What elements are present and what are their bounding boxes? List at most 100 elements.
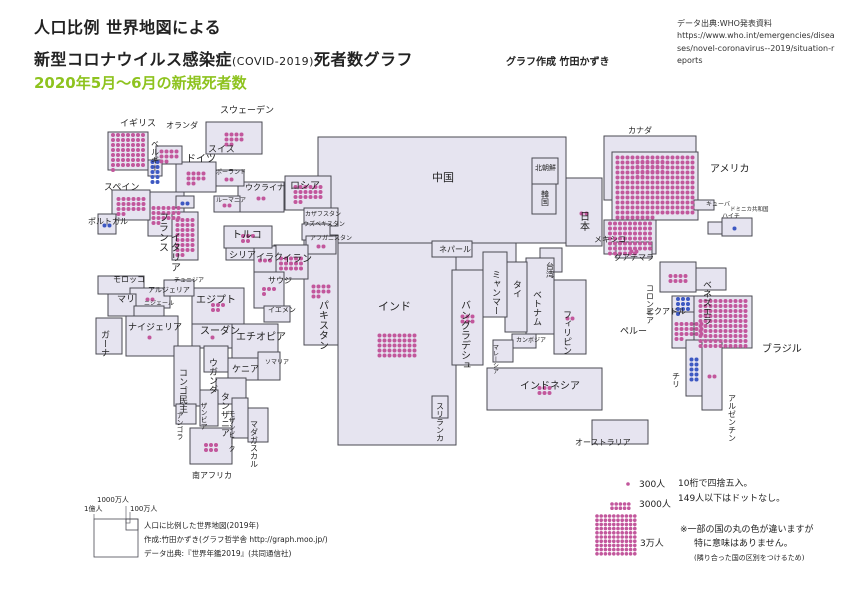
death-dot-usa — [660, 175, 665, 180]
death-dot-usa — [685, 155, 690, 160]
label-algeria: アルジェリア — [148, 286, 190, 294]
death-dot-brazil — [718, 324, 723, 328]
death-dot-usa — [685, 210, 690, 215]
legend-dot-2 — [633, 518, 637, 522]
death-dot-spain — [126, 202, 131, 206]
death-dot-uk — [121, 158, 125, 162]
death-dot-spain — [141, 207, 146, 211]
death-dot-usa — [655, 205, 660, 210]
legend-dot-2 — [612, 526, 616, 531]
death-dot-spain — [116, 212, 121, 216]
death-dot-brazil — [718, 344, 723, 348]
death-dot-uk — [141, 158, 145, 162]
legend-dot-2 — [620, 518, 624, 522]
country-haiti — [707, 221, 723, 235]
label-usa: アメリカ — [710, 163, 750, 175]
death-dot-mexico — [633, 226, 637, 231]
death-dot-mexico — [623, 226, 627, 231]
death-dot-peru — [684, 327, 689, 331]
death-dot-usa — [645, 155, 650, 160]
death-dot-usa — [625, 175, 630, 180]
death-dot-india — [382, 348, 387, 353]
legend-dot-2 — [616, 522, 620, 527]
death-dot-india — [402, 333, 407, 338]
death-dot-usa — [675, 160, 680, 165]
death-dot-russia — [293, 200, 298, 204]
death-dot-brazil — [708, 314, 713, 318]
death-dot-brazil — [718, 339, 723, 343]
death-dot-brazil — [723, 319, 728, 323]
death-dot-mexico — [628, 226, 632, 231]
death-dot-usa — [650, 155, 655, 160]
death-dot-italy — [180, 253, 185, 257]
death-dot-brazil — [738, 304, 743, 308]
death-dot-usa — [670, 170, 675, 175]
label-chile: チリ — [672, 372, 681, 388]
death-dot-uk — [111, 163, 115, 167]
death-dot-chile — [694, 367, 699, 372]
death-dot-brazil — [708, 319, 713, 323]
death-dot-brazil — [708, 329, 713, 333]
legend-dot-1 — [614, 506, 618, 511]
death-dot-usa — [685, 205, 690, 210]
legend-dot-2 — [595, 547, 599, 552]
death-dot-peru — [679, 337, 684, 341]
death-dot-usa — [655, 200, 660, 205]
country-russia — [284, 175, 332, 211]
death-dot-uk — [121, 153, 125, 157]
death-dot-uk — [141, 143, 145, 147]
death-dot-usa — [680, 195, 685, 200]
death-dot-india — [377, 348, 382, 353]
death-dot-brazil — [738, 334, 743, 338]
death-dot-brazil — [743, 329, 748, 333]
death-dot-uk — [111, 133, 115, 137]
legend-dot-2 — [616, 543, 620, 548]
death-dot-india — [382, 353, 387, 358]
death-dot-usa — [620, 160, 625, 165]
death-dot-mexico — [608, 231, 612, 236]
map-credits: 人口に比例した世界地図(2019年) 作成:竹田かずき(グラフ哲学舎 http:… — [144, 521, 328, 558]
death-dot-bangladesh — [470, 314, 475, 319]
death-dot-spain — [131, 202, 136, 206]
death-dot-canada — [655, 165, 660, 169]
death-dot-iran — [279, 266, 283, 271]
death-dot-saudi — [267, 287, 271, 291]
death-dot-usa — [665, 185, 670, 190]
death-dot-russia — [303, 195, 308, 199]
death-dot-mexico — [643, 226, 647, 231]
label-philippines: フィリピン — [561, 310, 571, 355]
death-dot-india — [377, 338, 382, 343]
death-dot-brazil — [713, 304, 718, 308]
label-romania: ルーマニア — [216, 197, 246, 204]
death-dot-netherlands — [159, 159, 164, 164]
death-dot-russia — [298, 195, 303, 199]
death-dot-netherlands — [164, 149, 169, 154]
death-dot-saudi — [272, 287, 276, 291]
death-dot-uk — [126, 158, 130, 162]
death-dot-pakistan — [326, 284, 331, 289]
label-uganda: ウガンダ — [207, 358, 218, 394]
death-dot-brazil — [728, 344, 733, 348]
death-dot-mexico — [633, 221, 637, 226]
death-dot-uk — [116, 133, 120, 137]
death-dot-usa — [640, 215, 645, 220]
death-dot-belgium — [150, 175, 155, 179]
label-italy: イタリア — [169, 232, 181, 272]
death-dot-iran — [294, 266, 298, 271]
label-australia: オーストラリア — [575, 438, 631, 447]
death-dot-spain — [141, 197, 146, 201]
death-dot-peru — [674, 322, 679, 326]
death-dot-peru — [694, 327, 699, 331]
death-dot-chile — [694, 362, 699, 367]
death-dot-chile — [694, 372, 699, 377]
death-dot-usa — [675, 195, 680, 200]
death-dot-brazil — [733, 319, 738, 323]
death-dot-mexico — [633, 231, 637, 236]
death-dot-usa — [660, 195, 665, 200]
death-dot-mexico — [648, 221, 652, 226]
death-dot-usa — [685, 170, 690, 175]
death-dot-belgium — [150, 170, 155, 174]
death-dot-usa — [690, 185, 695, 190]
death-dot-mexico — [648, 246, 652, 251]
death-dot-brazil — [698, 299, 703, 303]
